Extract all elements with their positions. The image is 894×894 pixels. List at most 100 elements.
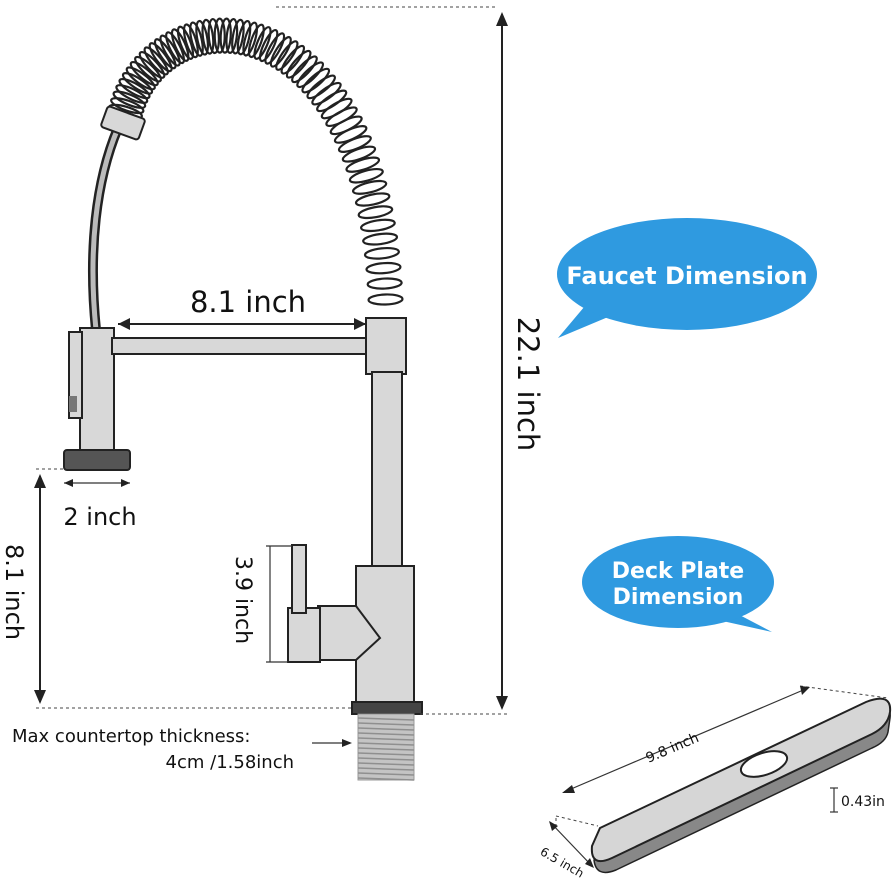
coil-loop: [363, 246, 400, 260]
coil-loop: [125, 66, 156, 91]
coil-loop: [225, 17, 239, 54]
spout-height-dimension: 8.1 inch: [0, 468, 352, 709]
thread-line: [357, 722, 415, 726]
coil-loop: [285, 49, 312, 79]
handle-height-dimension: 3.9 inch: [230, 545, 292, 663]
coil-loop: [153, 38, 177, 70]
coil-loop: [176, 25, 195, 60]
coil-loop: [275, 40, 299, 71]
hose-collar: [100, 105, 146, 141]
coil-loop: [115, 84, 149, 104]
coil-loop: [311, 81, 342, 106]
coil-loop: [236, 19, 252, 56]
coil-loop: [367, 293, 404, 306]
coil-loop: [253, 26, 272, 60]
coil-loop: [296, 61, 325, 89]
coil-loop: [118, 77, 151, 100]
coil-loop: [242, 21, 259, 57]
thread-line: [357, 717, 415, 721]
threaded-shank: [357, 713, 415, 781]
coil-loop: [219, 17, 232, 54]
bubble-shape: [582, 536, 774, 628]
coil-loop: [138, 50, 166, 79]
coil-loop: [182, 23, 199, 59]
thread-line: [357, 737, 415, 741]
coil-loop: [365, 261, 402, 275]
coil-loop: [201, 18, 215, 55]
plate-thickness-label: 0.43in: [841, 794, 885, 810]
coil-loop: [213, 17, 226, 54]
countertop-label-line1: Max countertop thickness:: [12, 726, 251, 747]
countertop-callout: Max countertop thickness: 4cm /1.58inch: [12, 726, 352, 773]
thread-line: [357, 772, 415, 776]
coil-loop: [258, 28, 279, 63]
coil-loop: [165, 31, 186, 65]
countertop-label-line2: 4cm /1.58inch: [166, 752, 294, 773]
coil-loop: [337, 135, 372, 153]
coil-loop: [143, 46, 169, 76]
coil-loop: [129, 60, 159, 87]
coil-loop: [301, 67, 331, 94]
deck-plate-illustration: 9.8 inch 6.5 inch 0.43in: [538, 685, 892, 881]
deck-bubble-text-line1: Deck Plate: [612, 559, 744, 584]
column-top-collar: [365, 317, 407, 375]
coil-loop: [345, 156, 381, 173]
plate-width-label: 6.5 inch: [538, 844, 587, 880]
deck-plate-hole: [739, 750, 789, 778]
faucet-bubble-text: Faucet Dimension: [566, 262, 807, 290]
plate-length-label: 9.8 inch: [644, 730, 702, 767]
faucet-illustration: [63, 17, 423, 781]
coil-loop: [359, 218, 396, 233]
thread-line: [357, 777, 415, 781]
coil-loop: [159, 34, 181, 67]
coil-loop: [121, 72, 154, 95]
coil-loop: [341, 145, 377, 163]
coil-loop: [306, 74, 336, 100]
thread-line: [357, 767, 415, 771]
spray-head: [63, 327, 131, 471]
spout-reach-dimension: 8.1 inch: [118, 285, 366, 330]
coil-loop: [280, 44, 306, 75]
coil-loop: [195, 19, 210, 56]
thread-line: [357, 752, 415, 756]
spring-coil: [106, 17, 404, 306]
coil-loop: [231, 18, 245, 55]
coil-loop: [134, 55, 162, 83]
coil-loop: [351, 179, 388, 195]
coil-loop: [362, 232, 399, 246]
coil-loop: [291, 55, 318, 84]
coil-loop: [366, 277, 403, 290]
coil-loop: [348, 167, 384, 184]
coil-loop: [247, 23, 265, 59]
spout-height-label: 8.1 inch: [0, 544, 28, 640]
faucet-dimension-bubble: Faucet Dimension: [557, 218, 817, 338]
base-ring: [351, 701, 423, 715]
total-height-label: 22.1 inch: [511, 317, 545, 452]
total-height-dimension: 22.1 inch: [276, 6, 545, 715]
faucet-column: [371, 371, 403, 569]
spray-head-dimension: 2 inch: [63, 479, 137, 531]
thread-line: [357, 747, 415, 751]
spray-head-label: 2 inch: [63, 503, 136, 531]
coil-loop: [170, 28, 190, 62]
thread-line: [357, 732, 415, 736]
coil-loop: [207, 17, 220, 55]
coil-loop: [264, 32, 286, 65]
coil-loop: [148, 42, 173, 73]
bubble-shape: [557, 218, 817, 330]
coil-loop: [112, 90, 147, 109]
coil-loop: [110, 97, 145, 115]
thread-line: [357, 742, 415, 746]
handle-height-label: 3.9 inch: [230, 556, 255, 644]
spout-reach-label: 8.1 inch: [190, 285, 306, 319]
thread-line: [357, 757, 415, 761]
spout-arm: [111, 337, 375, 355]
faucet-handle: [287, 544, 382, 663]
coil-loop: [357, 205, 394, 220]
deck-bubble-text-line2: Dimension: [613, 585, 744, 610]
thread-line: [357, 727, 415, 731]
coil-loop: [269, 36, 292, 68]
deck-plate-top: [590, 697, 892, 862]
thread-line: [357, 762, 415, 766]
